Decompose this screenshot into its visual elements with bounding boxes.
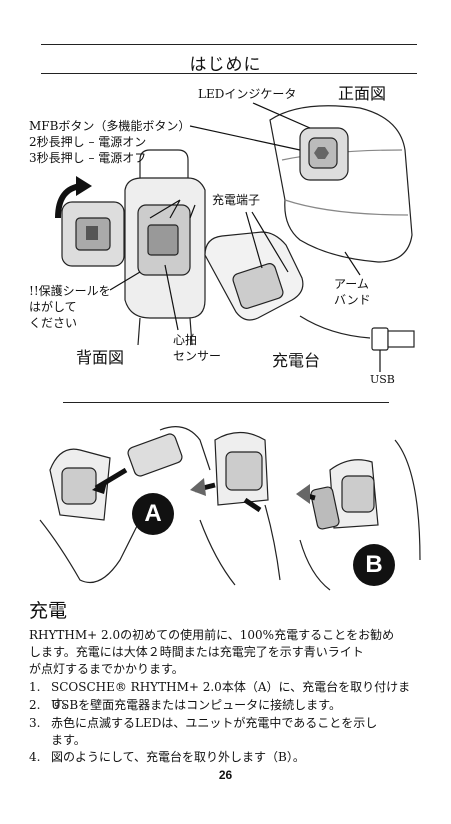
badge-a: A <box>132 500 174 528</box>
step-number: 3. <box>29 715 51 749</box>
step-4: 4. 図のようにして、充電台を取り外します（B）。 <box>29 749 429 766</box>
step-number: 4. <box>29 749 51 766</box>
step-text: ます。 <box>51 732 377 749</box>
step-text: 図のようにして、充電台を取り外します（B）。 <box>51 749 305 766</box>
badge-b: B <box>353 551 395 579</box>
step-text: 赤色に点滅するLEDは、ユニットが充電中であることを示し <box>51 715 377 732</box>
charging-intro: RHYTHM+ 2.0の初めての使用前に、100%充電することをお勧め します。… <box>29 627 429 678</box>
intro-line: します。充電には大体２時間または充電完了を示す青いライト <box>29 644 429 661</box>
step-text-block: 赤色に点滅するLEDは、ユニットが充電中であることを示し ます。 <box>51 715 377 749</box>
intro-line: RHYTHM+ 2.0の初めての使用前に、100%充電することをお勧め <box>29 627 429 644</box>
page-number: 26 <box>0 768 451 782</box>
step-text: USBを壁面充電器またはコンピュータに接続します。 <box>51 697 341 714</box>
intro-line: が点灯するまでかかります。 <box>29 661 429 678</box>
step-number: 2. <box>29 697 51 714</box>
dock-in-hand <box>126 432 183 477</box>
step-2: 2. USBを壁面充電器またはコンピュータに接続します。 <box>29 697 429 714</box>
charging-heading: 充電 <box>29 596 67 623</box>
step-3: 3. 赤色に点滅するLEDは、ユニットが充電中であることを示し ます。 <box>29 715 429 749</box>
